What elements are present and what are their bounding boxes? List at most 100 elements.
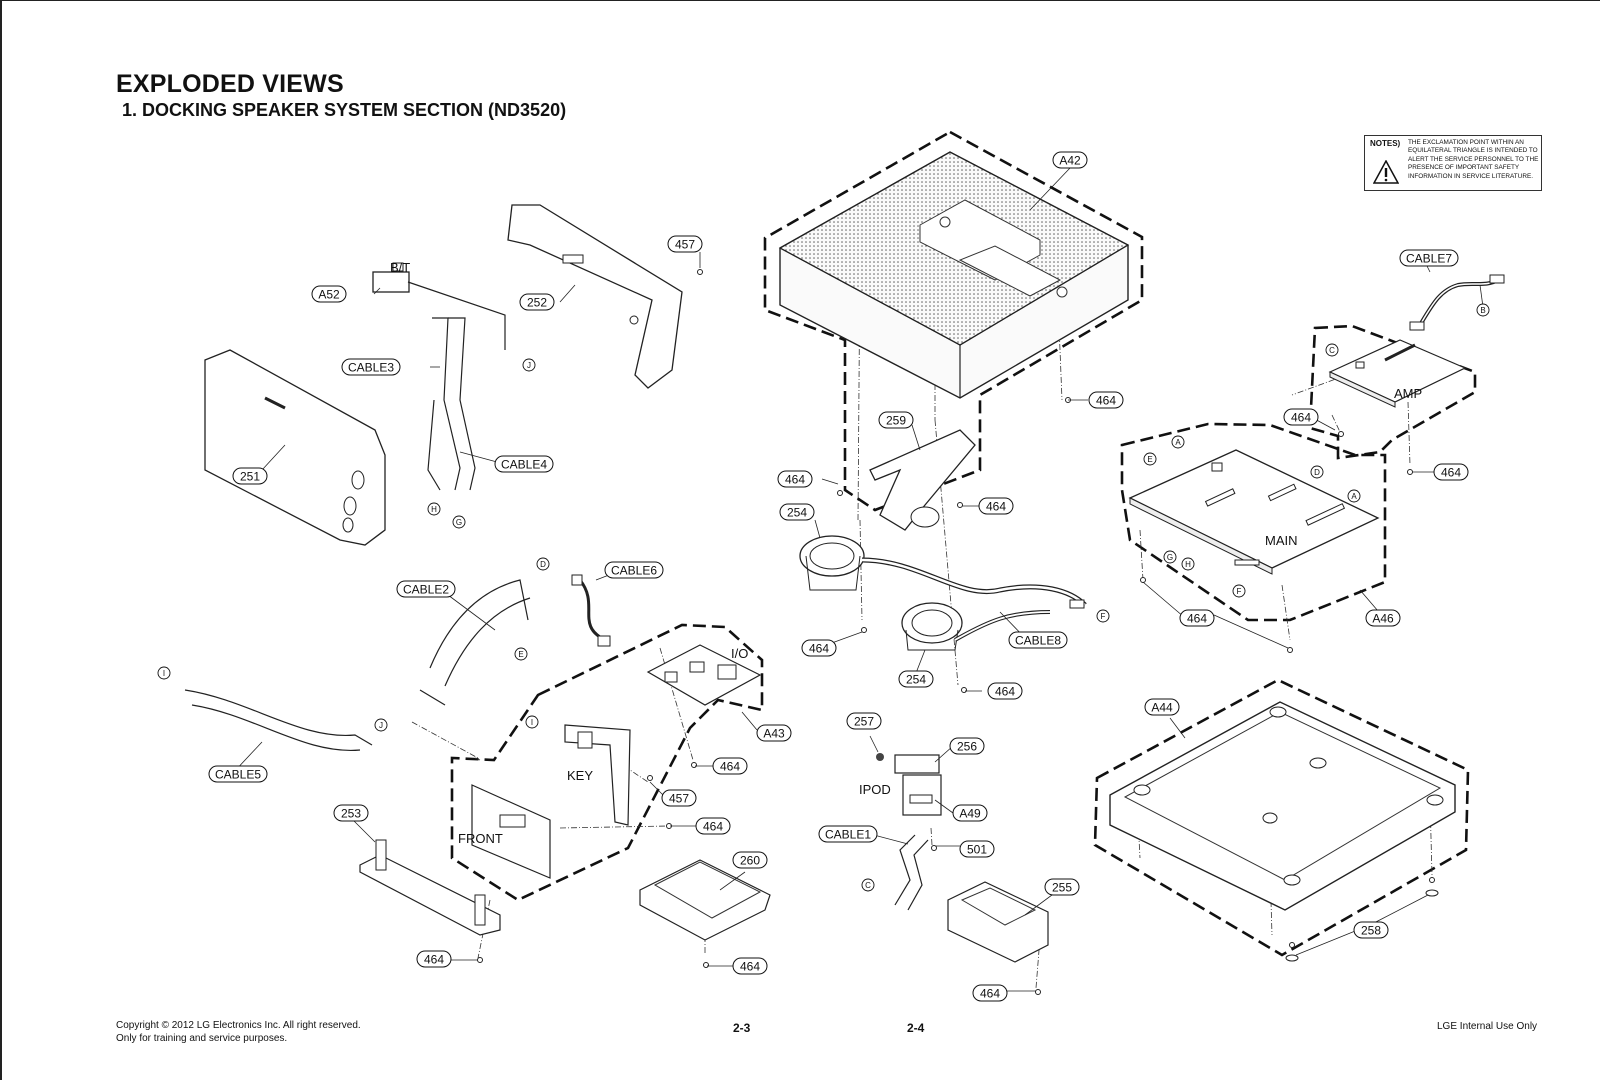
connector-letter: D (540, 560, 546, 569)
part-label-text: 464 (1291, 411, 1311, 425)
part-label-bubble (978, 497, 1014, 515)
copyright-line-1: Copyright © 2012 LG Electronics Inc. All… (116, 1020, 361, 1031)
part-label: 464 (978, 497, 1014, 515)
connector-letter: B (1480, 306, 1485, 315)
part-label-text: A52 (318, 288, 340, 302)
part-label-text: 464 (1187, 612, 1207, 626)
part-label: A44 (1144, 698, 1180, 716)
io-label: I/O (731, 646, 748, 661)
part-label: A43 (756, 724, 792, 742)
part-label: 464 (712, 757, 748, 775)
a44-boundary (1093, 678, 1470, 957)
section-label: FRONT (458, 831, 503, 846)
connector-label: G (452, 515, 466, 529)
copyright-notice: Copyright © 2012 LG Electronics Inc. All… (116, 1019, 361, 1045)
part-label-bubble (756, 724, 792, 742)
bottom-cover-a44 (1109, 701, 1456, 911)
part-label-text: 464 (703, 820, 723, 834)
connector-letter: A (1351, 492, 1357, 501)
section-label: B/T (390, 260, 410, 275)
part-label-text: A44 (1151, 701, 1173, 715)
connector-letter: G (1167, 553, 1173, 562)
part-label-bubble (1144, 698, 1180, 716)
part-label: 254 (779, 503, 815, 521)
warning-triangle-icon (1373, 160, 1399, 184)
part-label-text: CABLE2 (403, 583, 449, 597)
part-label-text: CABLE3 (348, 361, 394, 375)
connector-label: B (1476, 303, 1490, 317)
part-label-bubble (208, 765, 268, 783)
part-label-text: CABLE8 (1015, 634, 1061, 648)
part-label-text: CABLE5 (215, 768, 261, 782)
connector-label: E (1143, 452, 1157, 466)
bracket-259 (869, 429, 976, 531)
part-label: A49 (952, 804, 988, 822)
page-border (0, 0, 2, 1080)
part-label-bubble (416, 950, 452, 968)
notes-text: THE EXCLAMATION POINT WITHIN AN EQUILATE… (1408, 139, 1539, 180)
part-label-text: 464 (809, 642, 829, 656)
part-label-text: 464 (986, 500, 1006, 514)
part-label: 464 (732, 957, 768, 975)
part-label-bubble (232, 467, 268, 485)
part-label-text: 259 (886, 414, 906, 428)
connector-circle (1143, 452, 1157, 466)
section-subtitle: 1. DOCKING SPEAKER SYSTEM SECTION (ND352… (122, 100, 567, 120)
cable5-ribbon (184, 689, 373, 752)
connector-letter: A (1175, 438, 1181, 447)
part-label-text: 252 (527, 296, 547, 310)
dock-insert-255 (947, 881, 1049, 963)
connector-circle (1171, 435, 1185, 449)
bt-module-a52 (372, 262, 506, 350)
internal-use-notice: LGE Internal Use Only (1437, 1021, 1538, 1032)
part-label: 256 (949, 737, 985, 755)
connector-label: F (1096, 609, 1110, 623)
part-label: 457 (661, 789, 697, 807)
notes-label: NOTES) (1370, 139, 1401, 148)
part-label: 457 (667, 235, 703, 253)
part-label-bubble (1353, 921, 1389, 939)
part-label: 251 (232, 467, 268, 485)
safety-notes-box: NOTES) THE EXCLAMATION POINT WITHIN AN E… (1364, 135, 1542, 191)
part-label-text: 464 (740, 960, 760, 974)
connector-letter: C (865, 881, 871, 890)
part-label-text: 256 (957, 740, 977, 754)
part-label: CABLE2 (396, 580, 456, 598)
part-label-bubble (846, 712, 882, 730)
part-label: 464 (416, 950, 452, 968)
part-label-text: 464 (720, 760, 740, 774)
part-label: 257 (846, 712, 882, 730)
part-label-bubble (1283, 408, 1319, 426)
part-label-text: A42 (1059, 154, 1081, 168)
cable7-harness (1409, 274, 1505, 331)
connector-letter: F (1101, 612, 1106, 621)
page-title: EXPLODED VIEWS (116, 70, 344, 98)
connector-circle (861, 878, 875, 892)
part-label: 464 (1088, 391, 1124, 409)
part-label: 464 (1433, 463, 1469, 481)
part-label: CABLE1 (818, 825, 878, 843)
part-label-bubble (396, 580, 456, 598)
part-label-text: 253 (341, 807, 361, 821)
connector-label: E (514, 647, 528, 661)
connector-letter: C (1329, 346, 1335, 355)
part-label: 260 (732, 851, 768, 869)
part-label-bubble (1088, 391, 1124, 409)
connector-letter: H (431, 505, 437, 514)
part-label-bubble (987, 682, 1023, 700)
connector-circle (1310, 465, 1324, 479)
connector-label: D (536, 557, 550, 571)
part-label-bubble (972, 984, 1008, 1002)
part-label: 259 (878, 411, 914, 429)
connector-label: A (1171, 435, 1185, 449)
connector-circle (427, 502, 441, 516)
connector-circle (1096, 609, 1110, 623)
bracket-253 (359, 839, 501, 936)
part-label-text: A46 (1372, 612, 1394, 626)
part-label-bubble (667, 235, 703, 253)
part-label-text: 251 (240, 470, 260, 484)
connector-label: H (1181, 557, 1195, 571)
speaker-254-upper (799, 535, 865, 591)
